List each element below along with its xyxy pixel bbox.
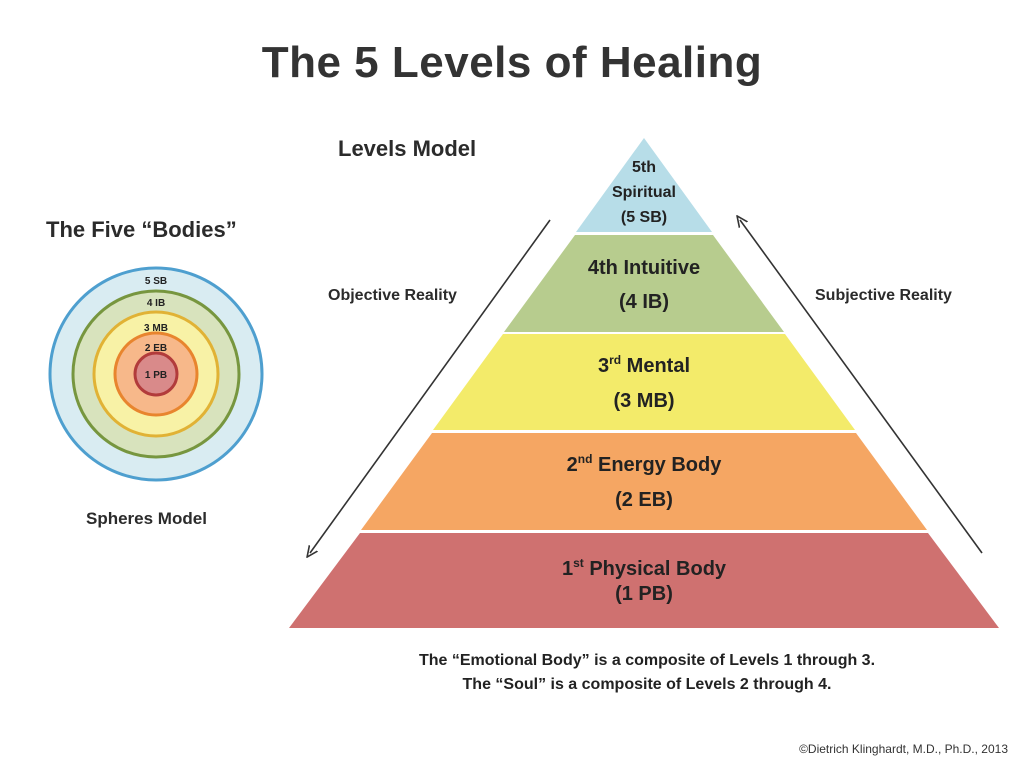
spheres-model: 5 SB 4 IB 3 MB 2 EB 1 PB (48, 266, 264, 482)
pyramid-level-2 (361, 433, 927, 530)
level-1-abbr: (1 PB) (615, 583, 673, 605)
level-3-title: 3rd Mental (598, 353, 690, 377)
page-title: The 5 Levels of Healing (261, 38, 763, 87)
subjective-reality-arrow (740, 220, 983, 554)
level-5-abbr: (5 SB) (621, 209, 667, 226)
levels-model-label: Levels Model (338, 136, 477, 161)
pyramid-level-3 (433, 334, 855, 430)
levels-pyramid: 5th Spiritual (5 SB) 4th Intuitive (4 IB… (289, 138, 999, 628)
pyramid-level-4 (504, 235, 784, 332)
level-2-abbr: (2 EB) (615, 489, 673, 511)
level-3-abbr: (3 MB) (613, 390, 674, 412)
sphere-1 (133, 351, 179, 397)
level-5-name: Spiritual (612, 184, 676, 201)
pyramid-level-5 (576, 138, 712, 232)
level-2-title: 2nd Energy Body (567, 452, 723, 476)
sphere-label-4: 4 IB (147, 298, 165, 309)
note-emotional-body: The “Emotional Body” is a composite of L… (418, 652, 876, 669)
sphere-label-3: 3 MB (144, 323, 168, 334)
level-4-abbr: (4 IB) (619, 291, 669, 313)
level-4-title: 4th Intuitive (588, 257, 700, 279)
sphere-label-5: 5 SB (145, 276, 167, 287)
pyramid-level-1 (289, 533, 999, 628)
sphere-label-1: 1 PB (145, 370, 167, 381)
objective-reality-arrow (310, 219, 551, 553)
copyright: ©Dietrich Klinghardt, M.D., Ph.D., 2013 (799, 742, 1008, 756)
objective-reality-label: Objective Reality (328, 287, 457, 304)
sphere-label-2: 2 EB (145, 343, 167, 354)
level-5-ordinal: 5th (632, 159, 656, 176)
five-bodies-title: The Five “Bodies” (46, 217, 237, 242)
subjective-reality-label: Subjective Reality (815, 287, 952, 304)
spheres-model-label: Spheres Model (86, 509, 207, 528)
level-1-title: 1st Physical Body (562, 556, 727, 580)
note-soul: The “Soul” is a composite of Levels 2 th… (462, 676, 832, 693)
